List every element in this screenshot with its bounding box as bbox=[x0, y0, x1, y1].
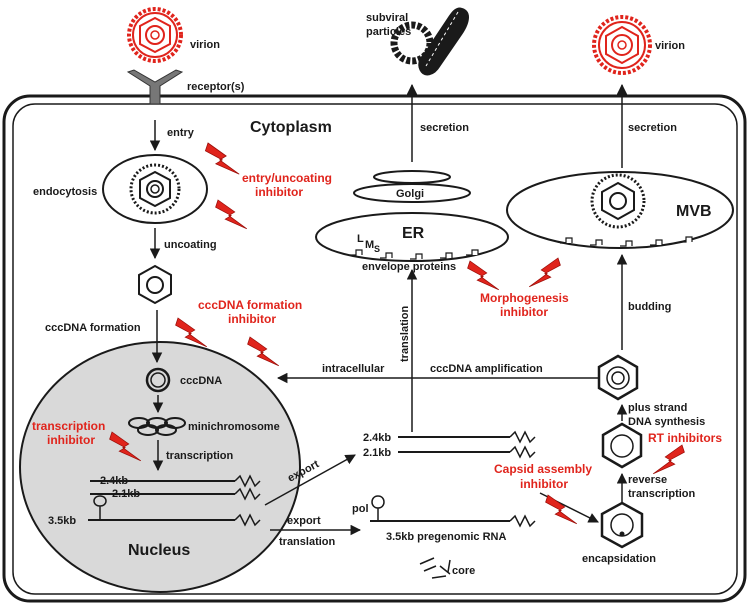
capsid-icon bbox=[138, 264, 172, 305]
receptor-label: receptor(s) bbox=[187, 81, 245, 93]
rt-capsid-icon bbox=[601, 422, 643, 469]
uncoating-label: uncoating bbox=[164, 239, 217, 251]
receptor-icon bbox=[126, 69, 184, 105]
plus-strand-label-line2: DNA synthesis bbox=[628, 416, 705, 428]
subviral-filament-icon bbox=[418, 7, 469, 76]
secretion-left-label: secretion bbox=[420, 122, 469, 134]
endocytosis-vesicle bbox=[102, 154, 208, 224]
transcription-label: transcription bbox=[166, 450, 234, 462]
encapsidation-capsid-icon bbox=[600, 501, 644, 549]
cccdna-inhibitor-label-line2: inhibitor bbox=[228, 312, 276, 326]
subviral-label-line1: subviral bbox=[366, 12, 408, 24]
subviral-label-line2: particles bbox=[366, 26, 411, 38]
pol-label: pol bbox=[352, 503, 369, 515]
transcription-inhibitor-label-line2: inhibitor bbox=[47, 433, 95, 447]
protein-m-label: M bbox=[365, 239, 374, 251]
entry-inhibitor-label-line2: inhibitor bbox=[255, 185, 303, 199]
minichromosome-label: minichromosome bbox=[188, 421, 280, 433]
mature-capsid-icon bbox=[597, 354, 639, 401]
rna-24kb-label: 2.4kb bbox=[100, 475, 128, 487]
mvb-label: MVB bbox=[676, 203, 712, 220]
translation-lower-label: translation bbox=[279, 536, 336, 548]
plus-strand-label-line1: plus strand bbox=[628, 402, 687, 414]
envelope-proteins-label: envelope proteins bbox=[362, 261, 456, 273]
capsid-inhibitor-label-line1: Capsid assembly bbox=[494, 462, 592, 476]
nucleus-label: Nucleus bbox=[128, 542, 190, 559]
morphogenesis-inhibitor-label-line1: Morphogenesis bbox=[480, 291, 569, 305]
translation-vertical-label: translation bbox=[399, 305, 411, 362]
endocytosis-label: endocytosis bbox=[33, 186, 97, 198]
transcription-inhibitor-label-line1: transcription bbox=[32, 419, 105, 433]
endoplasmic-reticulum bbox=[315, 212, 509, 262]
reverse-label-line2: transcription bbox=[628, 488, 696, 500]
rna-21kb-cyto-label: 2.1kb bbox=[363, 447, 391, 459]
multivesicular-body bbox=[506, 171, 734, 249]
encapsidation-label: encapsidation bbox=[582, 553, 656, 565]
export-lower-label: export bbox=[287, 515, 321, 527]
rna-24kb-cyto-label: 2.4kb bbox=[363, 432, 391, 444]
cccdna-icon bbox=[145, 367, 171, 393]
golgi-label: Golgi bbox=[396, 188, 424, 200]
cell-outer-membrane bbox=[2, 94, 747, 603]
cccdna-label: cccDNA bbox=[180, 375, 222, 387]
nuclear-rnas bbox=[88, 474, 261, 527]
entry-inhibitor-label-line1: entry/uncoating bbox=[242, 171, 332, 185]
virion-left-icon bbox=[127, 7, 183, 63]
entry-label: entry bbox=[167, 127, 195, 139]
virion-right-label: virion bbox=[655, 40, 685, 52]
rna-35kb-label: 3.5kb bbox=[48, 515, 76, 527]
protein-s-label: S bbox=[374, 244, 380, 254]
reverse-label-line1: reverse bbox=[628, 474, 667, 486]
golgi bbox=[353, 170, 471, 203]
core-label: core bbox=[452, 565, 475, 577]
pathway-arrows bbox=[149, 83, 628, 536]
morphogenesis-inhibitor-label-line2: inhibitor bbox=[500, 305, 548, 319]
rna-21kb-label: 2.1kb bbox=[112, 488, 140, 500]
virion-left-label: virion bbox=[190, 39, 220, 51]
intracellular-label: intracellular bbox=[322, 363, 385, 375]
cccdna-inhibitor-label-line1: cccDNA formation bbox=[198, 298, 302, 312]
rt-inhibitors-label: RT inhibitors bbox=[648, 431, 722, 445]
minichromosome-icon bbox=[128, 417, 186, 436]
cytoplasm-rnas bbox=[370, 430, 536, 528]
capsid-inhibitor-label-line2: inhibitor bbox=[520, 477, 568, 491]
cytoplasm-label: Cytoplasm bbox=[250, 119, 332, 136]
secretion-right-label: secretion bbox=[628, 122, 677, 134]
protein-l-label: L bbox=[357, 233, 364, 245]
subviral-sphere-icon bbox=[390, 21, 434, 65]
cell-inner-membrane bbox=[12, 103, 738, 595]
amplification-label: cccDNA amplification bbox=[430, 363, 543, 375]
budding-label: budding bbox=[628, 301, 671, 313]
cccdna-formation-label: cccDNA formation bbox=[45, 322, 141, 334]
virion-right-icon bbox=[592, 15, 652, 75]
pgrna-label: 3.5kb pregenomic RNA bbox=[386, 531, 506, 543]
core-subunits-icon bbox=[419, 557, 451, 579]
er-label: ER bbox=[402, 225, 425, 242]
